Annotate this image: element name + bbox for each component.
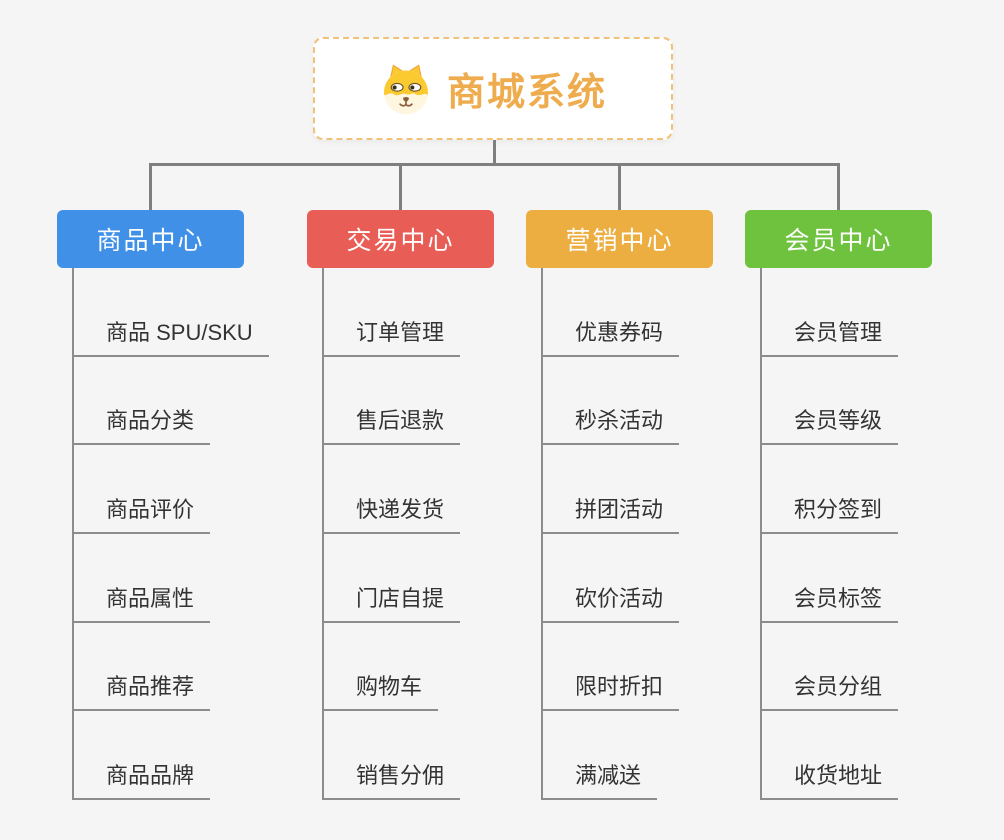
child-node[interactable]: 商品属性 bbox=[72, 581, 211, 623]
branch-node-1[interactable]: 商品中心 bbox=[57, 210, 244, 268]
branch-children-3: 优惠券码秒杀活动拼团活动砍价活动限时折扣满减送 bbox=[541, 268, 680, 801]
child-row: 会员标签 bbox=[760, 534, 899, 623]
child-node[interactable]: 优惠券码 bbox=[541, 315, 680, 357]
child-node[interactable]: 商品评价 bbox=[72, 492, 211, 535]
child-row: 销售分佣 bbox=[322, 711, 461, 801]
connector-horizontal bbox=[149, 163, 840, 166]
connector-drop-3 bbox=[618, 163, 621, 210]
child-row: 会员分组 bbox=[760, 623, 899, 712]
child-row: 砍价活动 bbox=[541, 534, 680, 623]
branch-children-1: 商品 SPU/SKU 商品分类商品评价商品属性商品推荐商品品牌 bbox=[72, 268, 269, 801]
child-row: 商品推荐 bbox=[72, 623, 269, 712]
child-row: 收货地址 bbox=[760, 711, 899, 801]
child-row: 商品分类 bbox=[72, 357, 269, 446]
branch-children-2: 订单管理售后退款快递发货门店自提购物车销售分佣 bbox=[322, 268, 461, 801]
child-node[interactable]: 会员分组 bbox=[760, 669, 899, 712]
child-row: 积分签到 bbox=[760, 445, 899, 535]
child-node[interactable]: 会员等级 bbox=[760, 403, 899, 446]
child-node[interactable]: 满减送 bbox=[541, 758, 658, 801]
child-node[interactable]: 商品 SPU/SKU bbox=[72, 315, 269, 357]
child-node[interactable]: 快递发货 bbox=[322, 492, 461, 535]
branch-label: 商品中心 bbox=[96, 227, 205, 255]
connector-root-stub bbox=[493, 140, 496, 164]
child-row: 快递发货 bbox=[322, 445, 461, 535]
branch-node-4[interactable]: 会员中心 bbox=[745, 210, 932, 268]
branch-node-3[interactable]: 营销中心 bbox=[526, 210, 713, 268]
child-node[interactable]: 拼团活动 bbox=[541, 492, 680, 535]
child-row: 购物车 bbox=[322, 623, 460, 712]
child-row: 商品品牌 bbox=[72, 711, 269, 801]
child-node[interactable]: 销售分佣 bbox=[322, 758, 461, 801]
child-node[interactable]: 购物车 bbox=[322, 669, 439, 712]
child-row: 售后退款 bbox=[322, 357, 461, 446]
child-node[interactable]: 商品推荐 bbox=[72, 669, 211, 712]
child-row: 会员管理 bbox=[760, 268, 899, 357]
root-node[interactable]: 商城系统 bbox=[313, 37, 673, 140]
child-node[interactable]: 积分签到 bbox=[760, 492, 899, 535]
child-row: 优惠券码 bbox=[541, 268, 680, 357]
child-node[interactable]: 商品分类 bbox=[72, 403, 211, 446]
child-node[interactable]: 会员管理 bbox=[760, 315, 899, 357]
child-node[interactable]: 会员标签 bbox=[760, 581, 899, 623]
child-node[interactable]: 订单管理 bbox=[322, 315, 461, 357]
child-row: 满减送 bbox=[541, 711, 679, 801]
child-row: 限时折扣 bbox=[541, 623, 680, 712]
branch-node-2[interactable]: 交易中心 bbox=[307, 210, 494, 268]
branch-label: 会员中心 bbox=[784, 227, 893, 255]
connector-drop-4 bbox=[837, 163, 840, 210]
child-node[interactable]: 收货地址 bbox=[760, 758, 899, 801]
child-row: 商品评价 bbox=[72, 445, 269, 535]
child-node[interactable]: 秒杀活动 bbox=[541, 403, 680, 446]
child-node[interactable]: 限时折扣 bbox=[541, 669, 680, 712]
child-node[interactable]: 门店自提 bbox=[322, 581, 461, 623]
branch-children-4: 会员管理会员等级积分签到会员标签会员分组收货地址 bbox=[760, 268, 899, 801]
root-title: 商城系统 bbox=[446, 72, 607, 114]
branch-label: 营销中心 bbox=[565, 227, 674, 255]
connector-drop-1 bbox=[149, 163, 152, 210]
child-row: 商品属性 bbox=[72, 534, 269, 623]
child-row: 会员等级 bbox=[760, 357, 899, 446]
child-node[interactable]: 砍价活动 bbox=[541, 581, 680, 623]
branch-label: 交易中心 bbox=[346, 227, 455, 255]
child-row: 商品 SPU/SKU bbox=[72, 268, 269, 357]
child-row: 拼团活动 bbox=[541, 445, 680, 535]
child-row: 秒杀活动 bbox=[541, 357, 680, 446]
child-row: 门店自提 bbox=[322, 534, 461, 623]
child-node[interactable]: 商品品牌 bbox=[72, 758, 211, 801]
connector-drop-2 bbox=[399, 163, 402, 210]
child-node[interactable]: 售后退款 bbox=[322, 403, 461, 446]
child-row: 订单管理 bbox=[322, 268, 461, 357]
dog-icon bbox=[384, 64, 428, 114]
